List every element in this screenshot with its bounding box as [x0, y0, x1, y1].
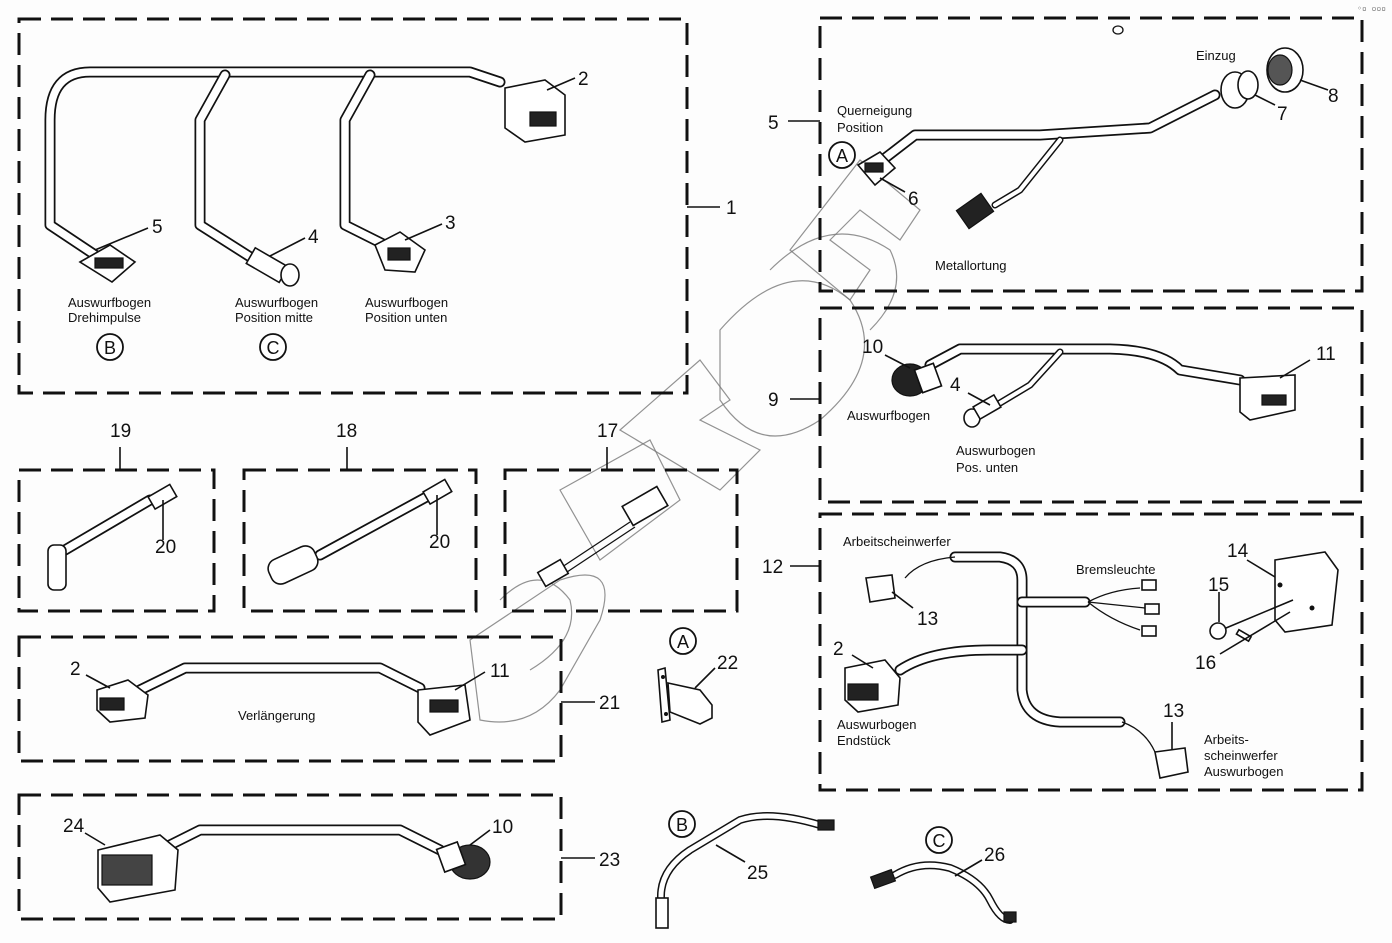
callout-23: 23: [599, 850, 620, 871]
callout-16: 16: [1195, 653, 1216, 674]
label-unten-2: Position unten: [365, 310, 447, 325]
callout-11-ext: 11: [490, 661, 510, 682]
group-17-adapter-cable: 17: [503, 421, 739, 613]
group-12-light-harness: 12 13 2 13: [762, 512, 1364, 792]
label-endstueck-1: Auswurbogen: [837, 717, 917, 732]
ref-circle-b: [96, 333, 124, 361]
group-18-straight-cable: 18 20: [242, 421, 478, 613]
bulb-15: [1209, 599, 1294, 640]
callout-2: 2: [578, 69, 589, 90]
ref-a-label: A: [836, 146, 848, 166]
label-auswurbogen: Auswurbogen: [956, 443, 1036, 458]
callout-18: 18: [336, 421, 357, 442]
ref-c-loose: C: [933, 831, 946, 851]
lamp-14: [1274, 551, 1339, 633]
label-arbeitscheinwerfer: Arbeitscheinwerfer: [843, 534, 951, 549]
connector-3: [373, 231, 426, 273]
label-drehimpulse-1: Auswurfbogen: [68, 295, 151, 310]
connector-2-light: [844, 659, 901, 713]
callout-17: 17: [597, 421, 618, 442]
callout-10-adapter: 10: [492, 817, 513, 838]
callout-6: 6: [908, 189, 919, 210]
connector-2: [504, 79, 566, 143]
ref-circle-c: [259, 333, 287, 361]
callout-25: 25: [747, 863, 768, 884]
label-position: Position: [837, 120, 883, 135]
callout-20a: 20: [155, 537, 176, 558]
connector-13b: [1154, 747, 1189, 779]
group-19-angled-cable: 19 20: [17, 421, 216, 613]
group-5-tilt-harness: 5 6 7 8 Querneigung Position A: [768, 16, 1364, 293]
label-scheinwerfer: scheinwerfer: [1204, 748, 1278, 763]
label-endstueck-2: Endstück: [837, 733, 891, 748]
label-auswurfbogen: Auswurfbogen: [847, 408, 930, 423]
ref-b-loose: B: [676, 815, 688, 835]
callout-9: 9: [768, 390, 779, 411]
pin-16: [1219, 611, 1291, 655]
group-21-extension-cable: 21 2 11 Verlängerung: [17, 635, 620, 763]
callout-8: 8: [1328, 86, 1339, 107]
callout-20b: 20: [429, 532, 450, 553]
callout-22: 22: [717, 653, 738, 674]
callout-12: 12: [762, 557, 783, 578]
connector-7: [1220, 70, 1259, 109]
connector-11: [1239, 374, 1296, 421]
ref-a-loose: A: [677, 632, 689, 652]
connector-4: [245, 246, 300, 287]
label-mitte-1: Auswurfbogen: [235, 295, 318, 310]
connector-13a: [865, 574, 896, 603]
callout-4-spout: 4: [950, 375, 961, 396]
group-1-main-harness: 1 2 5 4 3 Auswurfbogen D: [17, 17, 737, 395]
corner-mark: ◦▫ ▫▫▫: [1357, 4, 1386, 13]
callout-14: 14: [1227, 541, 1249, 562]
ref-circle-a: [828, 141, 856, 169]
label-unten-1: Auswurfbogen: [365, 295, 448, 310]
callout-24: 24: [63, 816, 85, 837]
label-verlaengerung: Verlängerung: [238, 708, 315, 723]
callout-13a: 13: [917, 609, 938, 630]
connector-6: [856, 150, 897, 187]
ref-c-label: C: [267, 338, 280, 358]
callout-4: 4: [308, 227, 319, 248]
callout-19: 19: [110, 421, 131, 442]
connector-4b: [963, 393, 1002, 428]
callout-21: 21: [599, 693, 620, 714]
metal-detect-plug: [955, 192, 995, 230]
callout-7: 7: [1277, 104, 1288, 125]
label-bremsleuchte: Bremsleuchte: [1076, 562, 1155, 577]
callout-2-light: 2: [833, 639, 844, 660]
label-drehimpulse-2: Drehimpulse: [68, 310, 141, 325]
label-querneigung: Querneigung: [837, 103, 912, 118]
callout-26: 26: [984, 845, 1005, 866]
group-9-spout-harness: 9 10 4 11 Auswurfbogen Auswurbogen Pos. …: [768, 306, 1364, 504]
label-einzug: Einzug: [1196, 48, 1236, 63]
callout-5: 5: [152, 217, 163, 238]
callout-1: 1: [726, 198, 737, 219]
loose-part-22: A 22: [657, 627, 738, 725]
callout-15: 15: [1208, 575, 1229, 596]
cap-8: [1112, 25, 1304, 93]
callout-2-ext: 2: [70, 659, 81, 680]
connector-5: [78, 244, 137, 283]
callout-13b: 13: [1163, 701, 1184, 722]
connector-10: [891, 362, 943, 397]
label-auswurbogen-2: Auswurbogen: [1204, 764, 1284, 779]
loose-part-25: B 25: [655, 810, 835, 929]
callout-5-group: 5: [768, 113, 779, 134]
watermark: [469, 159, 921, 723]
label-arbeits: Arbeits-: [1204, 732, 1249, 747]
group-23-adapter-harness: 23 24 10: [17, 793, 620, 921]
callout-3: 3: [445, 213, 456, 234]
loose-part-26: C 26: [869, 826, 1017, 924]
ref-b-label: B: [104, 338, 116, 358]
callout-10: 10: [862, 337, 883, 358]
label-metallortung: Metallortung: [935, 258, 1007, 273]
callout-11: 11: [1316, 344, 1336, 365]
label-mitte-2: Position mitte: [235, 310, 313, 325]
label-pos-unten: Pos. unten: [956, 460, 1018, 475]
